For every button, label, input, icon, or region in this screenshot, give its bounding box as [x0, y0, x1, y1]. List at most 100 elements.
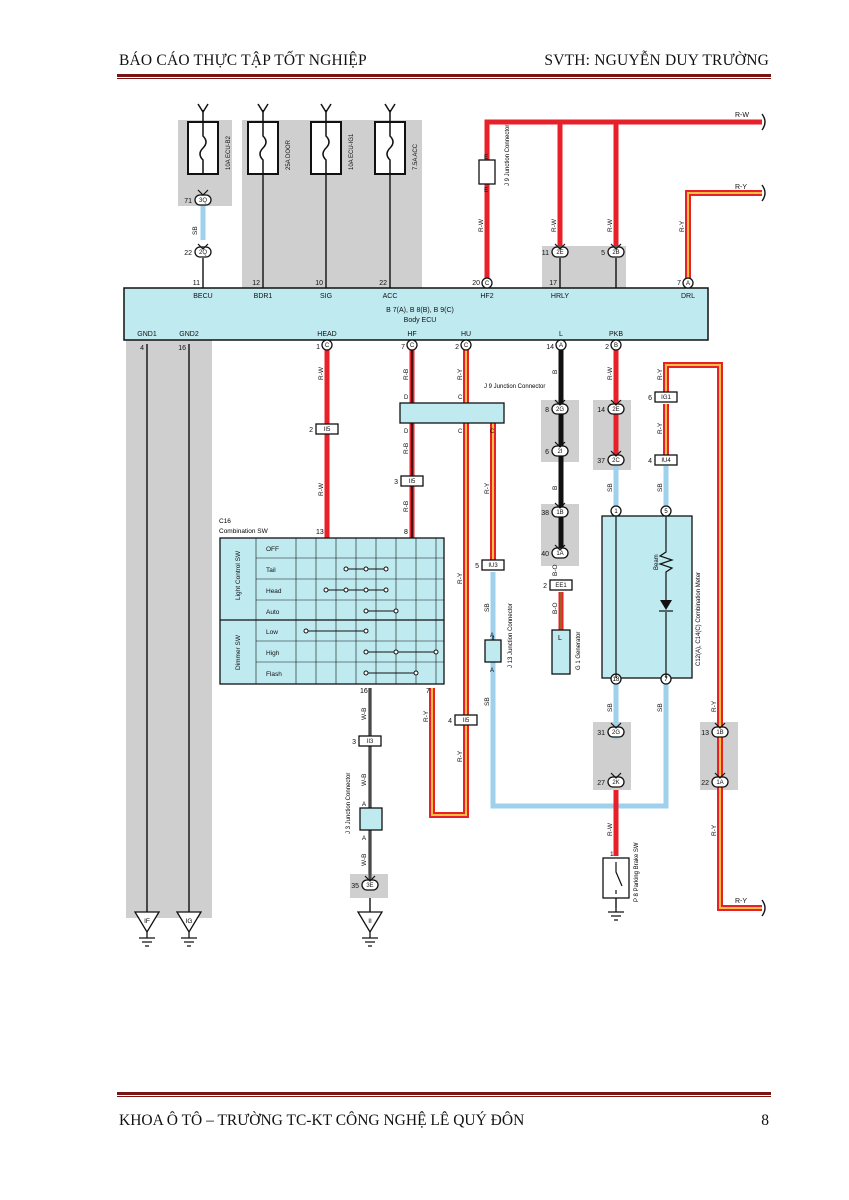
j9-pin-e: E [484, 155, 488, 161]
ecu-pin-name: SIG [320, 293, 332, 300]
wire-label: B [552, 370, 559, 374]
ecu-conn-letter: B [614, 343, 618, 349]
wire-label: R-W [551, 218, 558, 232]
ecu-pin-number: 11 [193, 280, 200, 287]
conn-pin: 4 [648, 458, 652, 465]
conn-pin: 14 [597, 407, 605, 414]
combo-pin: 16 [360, 688, 368, 695]
conn-pin: 22 [184, 250, 192, 257]
ecu-conn-letter: C [325, 343, 330, 349]
parking-brake-switch: 1 P 8 Parking Brake SW [602, 842, 640, 902]
parking-title: P 8 Parking Brake SW [634, 842, 640, 902]
generator-title: G 1 Generator [576, 632, 582, 670]
ecu-pin-number: 2 [605, 344, 609, 351]
combo-group-label: Dimmer SW [235, 634, 242, 670]
wire-label: R-Y [457, 750, 464, 762]
conn-code: 2G [556, 407, 564, 413]
ecu-pin-name: GND2 [179, 331, 199, 338]
junction-label: J 9 Junction Connector [484, 384, 545, 390]
junction-j13: A A J 13 Junction Connector [484, 603, 514, 674]
body-ecu: BECU BDR1 SIG ACC HF2 HRLY DRL B 7(A), B… [123, 277, 709, 352]
junction-pin: C [458, 429, 463, 435]
combo-row-label: Auto [266, 609, 280, 616]
meter-pin: 1 [614, 509, 618, 515]
conn-code: 2Q [199, 250, 207, 256]
conn-code: IU3 [488, 563, 498, 569]
combo-row-label: Flash [266, 671, 282, 678]
junction-pin: A [362, 802, 366, 808]
footer-left: KHOA Ô TÔ – TRƯỜNG TC-KT CÔNG NGHỆ LÊ QU… [119, 1112, 525, 1129]
end-label-ry: R-Y [735, 184, 747, 191]
meter-pin: 5 [664, 509, 668, 515]
combination-switch: C16 Combination SW 13 8 16 7 OFF Tail He… [219, 518, 445, 695]
conn-pin: 4 [448, 718, 452, 725]
j9-pin-e: E [484, 188, 488, 194]
page-number: 8 [761, 1112, 769, 1129]
combo-row-label: Head [266, 588, 282, 595]
wire-label: R-Y [711, 824, 718, 836]
generator: L G 1 Generator [551, 629, 582, 675]
wire-label: SB [484, 603, 491, 612]
ecu-pin-name: BECU [193, 293, 212, 300]
wire-label: SB [657, 483, 664, 492]
fuse-label: 10A ECU-B2 [226, 135, 232, 170]
fuse-label: 25A DOOR [286, 139, 292, 170]
ecu-pin-name: HF2 [480, 293, 493, 300]
wire-label: R-B [403, 501, 410, 512]
ecu-conn-letter: C [464, 343, 469, 349]
header-rule [117, 74, 771, 77]
wire-label: R-B [403, 443, 410, 454]
wire-ends [761, 113, 766, 917]
combination-meter: 1 5 18 7 Beam C12(A), C14(C) Combination… [601, 505, 702, 685]
ecu-pin-number: 2 [455, 344, 459, 351]
conn-code: 3Q [199, 198, 207, 204]
ecu-pin-name: DRL [681, 293, 695, 300]
ecu-title: B 7(A), B 8(B), B 9(C) [386, 307, 454, 314]
footer-rule-thin [117, 1096, 771, 1097]
conn-code: IU4 [661, 458, 671, 464]
wire-label: R-Y [423, 710, 430, 722]
wire-label: R-W [318, 482, 325, 496]
conn-pin: 37 [597, 458, 605, 465]
wire-label: SB [192, 226, 199, 235]
conn-code: 1B [716, 730, 723, 736]
conn-code: II5 [409, 479, 416, 485]
combo-pin: 8 [404, 529, 408, 536]
ecu-pin-number: 12 [252, 280, 260, 287]
header-left: BÁO CÁO THỰC TẬP TỐT NGHIỆP [119, 52, 367, 69]
conn-pin: 5 [475, 563, 479, 570]
conn-code: IG1 [661, 395, 671, 401]
wire-label: R-Y [657, 422, 664, 434]
ecu-subtitle: Body ECU [404, 317, 437, 324]
wire-label: R-Y [711, 700, 718, 712]
junction-pin: A [490, 668, 494, 674]
wire-labels: SB R-W R-W R-W R-Y R-W R-W R-B R-B R-B R… [192, 218, 718, 866]
ecu-pin-number: 16 [178, 345, 186, 352]
combo-row-label: Low [266, 629, 278, 636]
meter-pin: 18 [613, 677, 620, 683]
conn-pin: 71 [184, 198, 192, 205]
wire-label: SB [607, 483, 614, 492]
conn-code: 2E [556, 250, 563, 256]
wire-label: R-W [607, 218, 614, 232]
conn-code: 1B [556, 510, 563, 516]
combo-group-label: Light Control SW [235, 550, 242, 600]
junction-label: J 3 Junction Connector [346, 773, 352, 834]
wire-label: W-B [361, 853, 368, 866]
wire-label: SB [657, 703, 664, 712]
ecu-pin-name: GND1 [137, 331, 157, 338]
wire-label: R-W [607, 822, 614, 836]
combo-row-label: OFF [266, 546, 279, 553]
ecu-pin-name: HF [407, 331, 416, 338]
conn-code: 2K [612, 780, 619, 786]
ecu-conn-letter: C [410, 343, 415, 349]
conn-code: 2C [612, 458, 620, 464]
end-label-rw: R-W [735, 112, 749, 119]
junction-pin: D [404, 429, 409, 435]
combo-pin: 13 [316, 529, 324, 536]
conn-code: 3E [366, 883, 373, 889]
ecu-pin-number: 22 [379, 280, 387, 287]
ecu-pin-number: 10 [315, 280, 323, 287]
wire-label: W-B [361, 707, 368, 720]
generator-pin: L [558, 635, 562, 642]
